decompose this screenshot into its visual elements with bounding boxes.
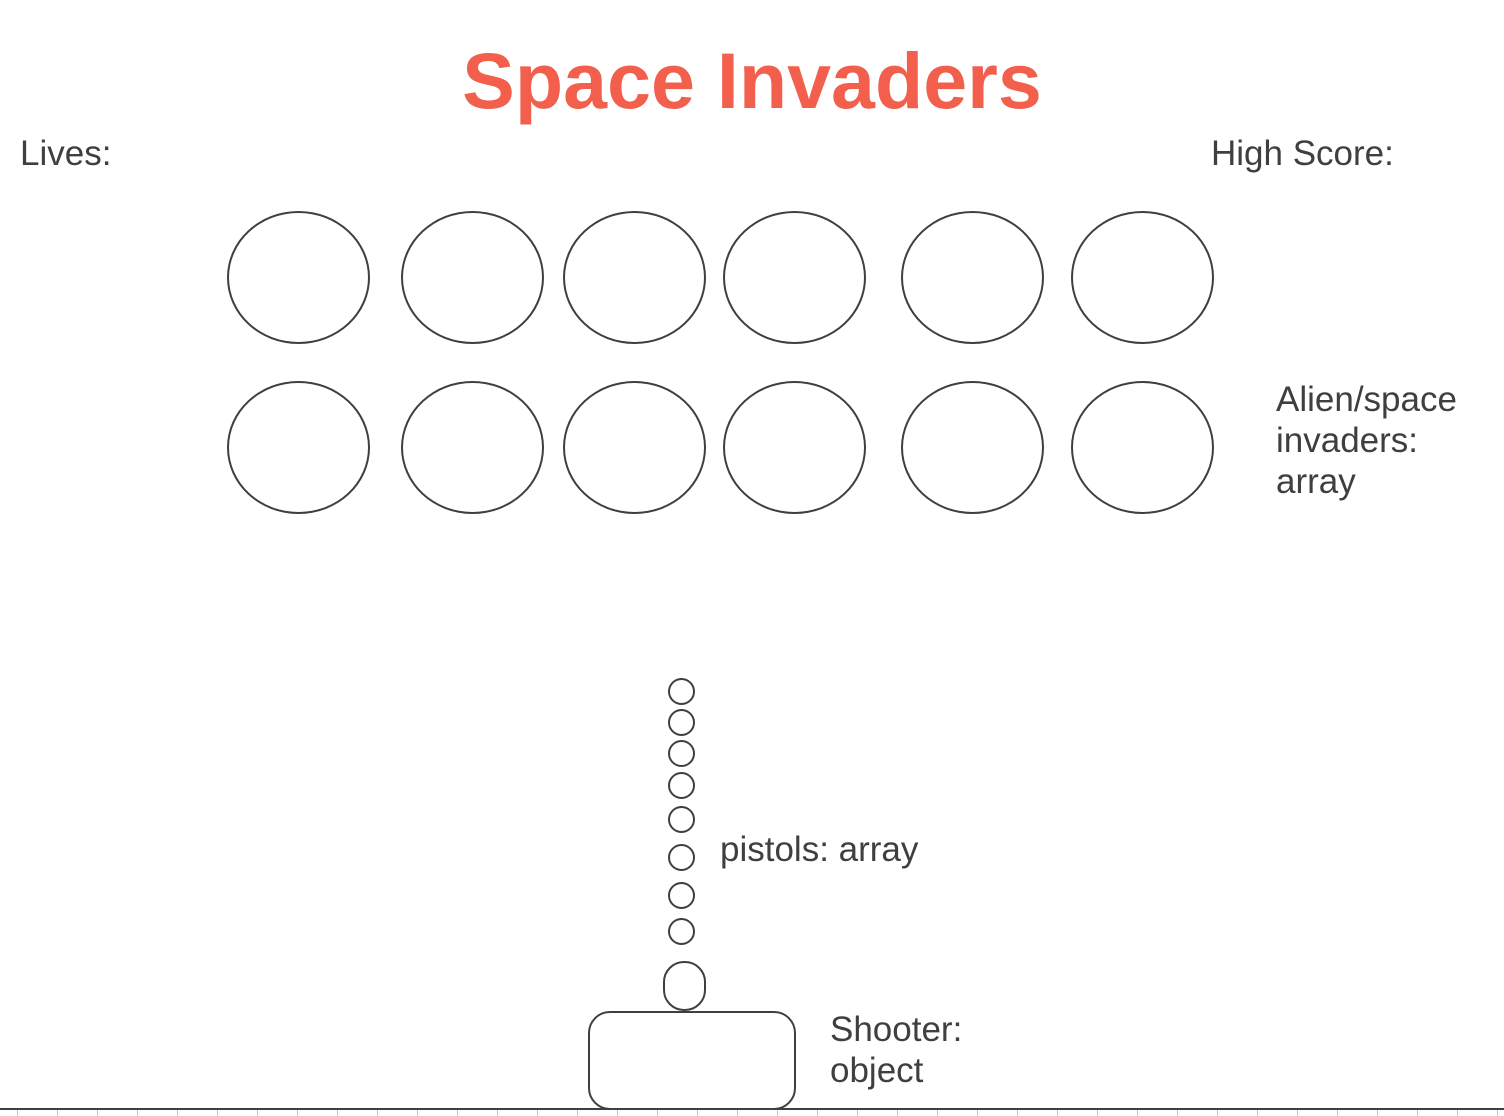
pistol-bullet (668, 740, 695, 767)
shooter-body (588, 1011, 796, 1110)
high-score-label: High Score: (1211, 134, 1394, 173)
alien-invader (1071, 211, 1214, 344)
alien-invader (227, 211, 370, 344)
alien-invader (901, 211, 1044, 344)
alien-invader (227, 381, 370, 514)
shooter-barrel (663, 961, 706, 1011)
alien-invader (401, 211, 544, 344)
alien-invader (563, 381, 706, 514)
shooter-label: Shooter: object (830, 1010, 963, 1090)
pistol-bullet (668, 882, 695, 909)
pistol-bullet (668, 772, 695, 799)
pistol-bullet (668, 844, 695, 871)
pistol-bullet (668, 806, 695, 833)
alien-invader (1071, 381, 1214, 514)
alien-invader (723, 381, 866, 514)
alien-invader (563, 211, 706, 344)
aliens-label: Alien/space invaders: array (1276, 380, 1457, 501)
ground-line (0, 1108, 1504, 1116)
lives-label: Lives: (20, 134, 112, 173)
alien-invader (723, 211, 866, 344)
pistol-bullet (668, 918, 695, 945)
alien-invader (901, 381, 1044, 514)
page-title: Space Invaders (462, 36, 1042, 125)
pistols-label: pistols: array (720, 830, 919, 869)
alien-invader (401, 381, 544, 514)
pistol-bullet (668, 678, 695, 705)
pistol-bullet (668, 709, 695, 736)
